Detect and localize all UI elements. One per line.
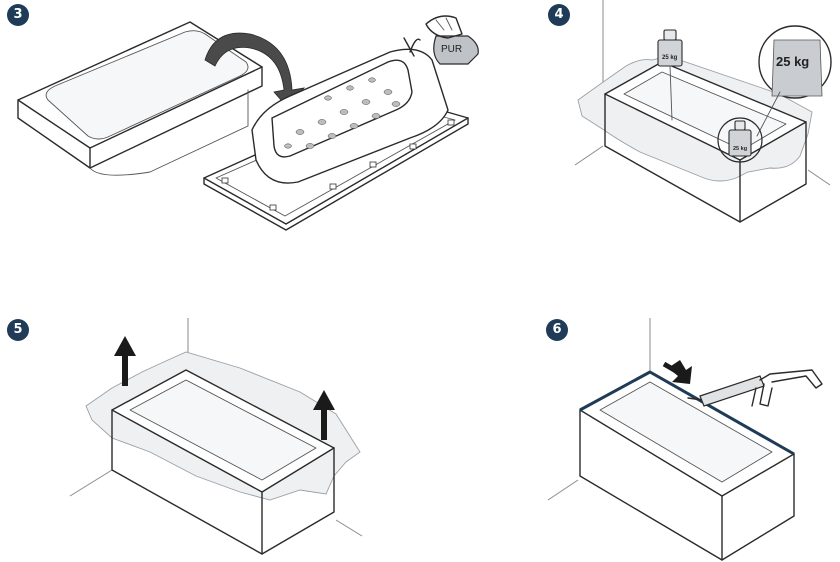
pur-label: PUR: [441, 44, 462, 55]
bathtub-upright: [17, 21, 263, 176]
caulking-gun-icon: [687, 369, 823, 407]
weight-top: 25 kg: [657, 29, 683, 67]
lift-arrow-left: [114, 336, 136, 386]
weight-label-zoom: 25 kg: [776, 54, 809, 69]
silicone-seal-line: [579, 370, 795, 456]
weight-label-tub: 25 kg: [733, 146, 747, 152]
step-3-badge: 3: [7, 4, 29, 26]
direction-arrow: [662, 360, 692, 384]
weight-in-tub: 25 kg: [717, 117, 763, 163]
bathtub-installed: [111, 369, 335, 555]
step-6-badge: 6: [546, 319, 568, 341]
step-5-badge: 5: [7, 319, 29, 341]
bathtub-installed: [579, 371, 795, 561]
weight-label-top: 25 kg: [662, 55, 678, 61]
walls-corner: [547, 318, 651, 501]
lift-arrow-right: [313, 390, 335, 440]
step-4-badge: 4: [548, 4, 570, 26]
pur-foam-can: PUR: [403, 15, 479, 65]
zoom-circle: 25 kg: [758, 25, 832, 99]
tub-bottom-with-foam: [251, 48, 449, 184]
